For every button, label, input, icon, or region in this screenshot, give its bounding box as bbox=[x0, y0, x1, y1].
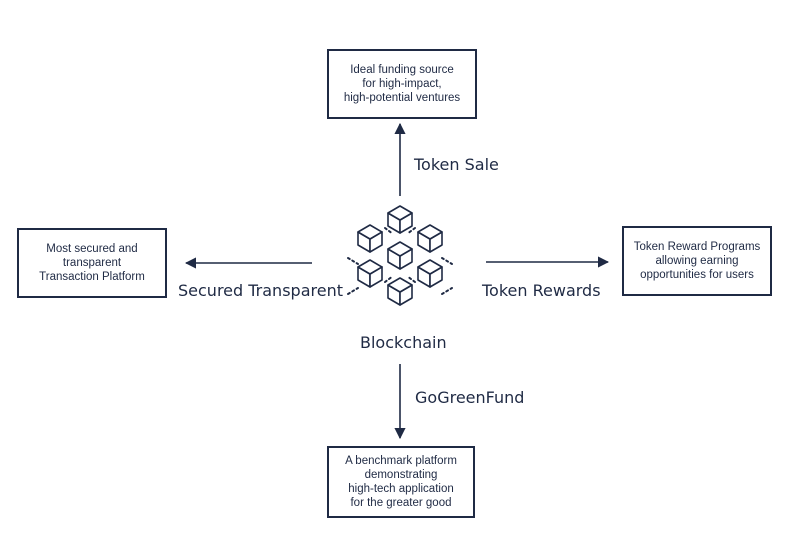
blockchain-cubes-icon bbox=[347, 205, 453, 306]
token-rewards-label: Token Rewards bbox=[482, 281, 601, 300]
box-line: high-potential ventures bbox=[343, 92, 461, 104]
box-line: for the greater good bbox=[350, 497, 452, 509]
box-line: transparent bbox=[62, 257, 122, 269]
top-box: Ideal funding source for high-impact, high… bbox=[327, 49, 477, 119]
bottom-box: A benchmark platform demonstrating high-te… bbox=[327, 446, 475, 518]
connector-dots bbox=[347, 257, 359, 265]
cube-icon bbox=[417, 224, 443, 253]
box-line: for high-impact, bbox=[362, 78, 442, 90]
secured-transparent-label: Secured Transparent bbox=[178, 281, 343, 300]
box-line: Ideal funding source bbox=[350, 64, 454, 76]
box-line: Most secured and bbox=[46, 243, 138, 255]
cube-icon bbox=[357, 224, 383, 253]
connector-dots bbox=[441, 257, 453, 265]
box-line: Token Reward Programs bbox=[633, 241, 761, 253]
cube-icon bbox=[387, 241, 413, 270]
box-line: Transaction Platform bbox=[39, 271, 145, 283]
cube-icon bbox=[387, 205, 413, 234]
cube-icon bbox=[387, 277, 413, 306]
box-line: allowing earning bbox=[655, 255, 739, 267]
connector-dots bbox=[406, 275, 416, 283]
blockchain-label: Blockchain bbox=[360, 333, 447, 352]
connector-dots bbox=[347, 287, 359, 295]
box-line: high-tech application bbox=[348, 483, 454, 495]
connector-dots bbox=[384, 275, 394, 283]
cube-icon bbox=[417, 259, 443, 288]
gogreenfund-label: GoGreenFund bbox=[415, 388, 525, 407]
connector-dots bbox=[384, 227, 394, 235]
box-line: A benchmark platform bbox=[345, 455, 457, 467]
cube-icon bbox=[357, 259, 383, 288]
box-line: demonstrating bbox=[364, 469, 438, 481]
connector-dots bbox=[441, 287, 453, 295]
connector-dots bbox=[406, 227, 416, 235]
right-box: Token Reward Programs allowing earning opp… bbox=[622, 226, 772, 296]
box-line: opportunities for users bbox=[640, 269, 754, 281]
token-sale-label: Token Sale bbox=[414, 155, 499, 174]
